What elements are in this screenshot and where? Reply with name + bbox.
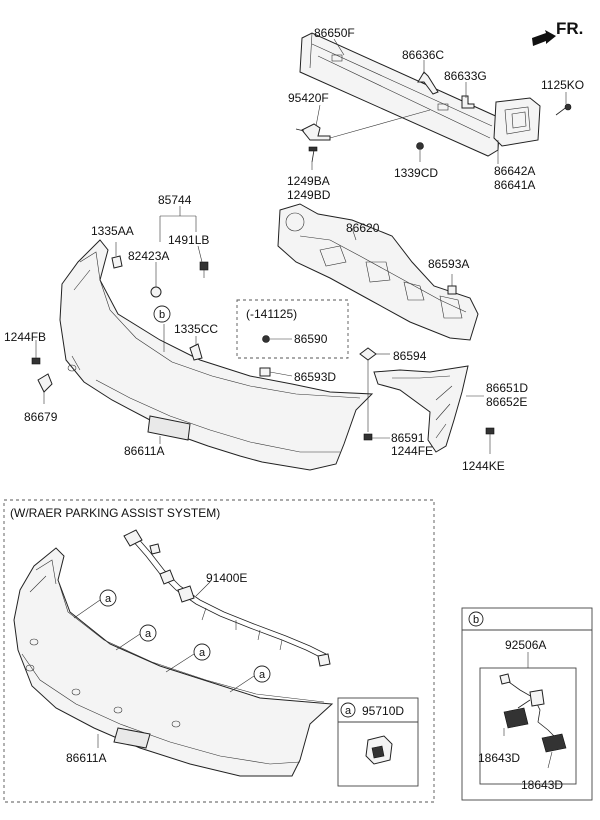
clip-icon [189, 343, 203, 361]
callout-a-letter-4: a [259, 669, 266, 681]
direction-label: FR. [556, 19, 583, 38]
callout-b-letter: b [159, 309, 165, 321]
clip-icon [461, 95, 475, 109]
date-code-label: (-141125) [246, 307, 297, 321]
bolt-icon [31, 345, 41, 365]
part-label-91400E: 91400E [206, 571, 247, 585]
clip-icon [359, 347, 377, 361]
callout-a-letter-2: a [145, 628, 152, 640]
part-label-86636C: 86636C [402, 48, 444, 62]
sensor-bracket [295, 123, 331, 141]
part-label-86642A: 86642A [494, 164, 535, 178]
bolt-icon [259, 367, 271, 377]
part-label-1335AA: 1335AA [91, 224, 134, 238]
part-label-86679: 86679 [24, 410, 58, 424]
part-label-1125KO: 1125KO [541, 78, 584, 92]
part-label-1339CD: 1339CD [394, 166, 438, 180]
part-label-86620: 86620 [346, 221, 380, 235]
bolt-icon [308, 146, 318, 163]
side-bracket [373, 365, 469, 453]
part-label-18643D-b: 18643D [521, 778, 563, 792]
bolt-icon [363, 433, 390, 441]
bolt-icon [262, 335, 292, 343]
parking-assist-title: (W/RAER PARKING ASSIST SYSTEM) [10, 506, 220, 520]
detail-b-box: b [461, 607, 593, 801]
part-label-86611A-bottom: 86611A [66, 751, 106, 765]
sensor-callouts: a a a a [73, 589, 271, 693]
wiring-harness [123, 529, 331, 667]
part-label-86591: 86591 [391, 431, 425, 445]
bumper-cover-bottom [13, 547, 334, 777]
part-label-86593D: 86593D [294, 370, 336, 384]
connector-icon [499, 673, 567, 753]
detail-b-letter: b [473, 614, 479, 626]
part-label-1249BD: 1249BD [287, 188, 331, 202]
bolt-icon [555, 103, 572, 116]
callout-a-letter-3: a [199, 647, 206, 659]
part-label-1244FE: 1244FE [391, 444, 433, 458]
part-label-86650F: 86650F [314, 26, 355, 40]
bumper-cover-top [59, 239, 374, 471]
leader-lines-85744 [35, 206, 293, 377]
reflector [37, 373, 53, 393]
detail-a-part-label: 95710D [362, 704, 404, 718]
part-label-86590: 86590 [294, 332, 328, 346]
direction-indicator: FR. [532, 19, 583, 46]
bolt-icon [199, 261, 209, 278]
part-label-18643D-a: 18643D [478, 751, 520, 765]
bolt-icon [485, 427, 495, 454]
detail-b-part-label: 92506A [505, 638, 546, 652]
part-labels: 86650F 86636C 86633G 1125KO 95420F 1249B… [4, 26, 584, 792]
part-label-86641A: 86641A [494, 178, 535, 192]
part-label-86593A: 86593A [428, 257, 469, 271]
leader-lines-upper [311, 38, 567, 170]
clip-icon [447, 285, 457, 295]
callout-b-marker [153, 305, 171, 323]
part-label-95420F: 95420F [288, 91, 329, 105]
part-label-1244KE: 1244KE [462, 459, 505, 473]
detail-a-letter: a [345, 705, 352, 717]
callout-a-letter-1: a [105, 593, 112, 605]
energy-absorber [277, 203, 479, 341]
detail-a-box: a [337, 697, 419, 787]
part-label-82423A: 82423A [128, 249, 169, 263]
bumper-beam [299, 32, 501, 157]
clip-icon [111, 255, 123, 269]
part-label-86633G: 86633G [444, 69, 487, 83]
part-label-85744: 85744 [158, 193, 192, 207]
part-label-1244FB: 1244FB [4, 330, 46, 344]
date-variant-box [236, 299, 349, 359]
part-label-1335CC: 1335CC [174, 322, 218, 336]
part-label-86594: 86594 [393, 349, 427, 363]
part-label-86611A-top: 86611A [124, 444, 164, 458]
beam-bracket [493, 97, 541, 147]
part-label-1491LB: 1491LB [168, 233, 209, 247]
direction-arrow-icon [532, 30, 556, 46]
sensor-icon [365, 735, 393, 765]
nut-icon [150, 286, 162, 298]
part-label-86651D: 86651D [486, 381, 528, 395]
nut-icon [416, 142, 424, 150]
part-label-86652E: 86652E [486, 395, 527, 409]
part-label-1249BA: 1249BA [287, 174, 330, 188]
